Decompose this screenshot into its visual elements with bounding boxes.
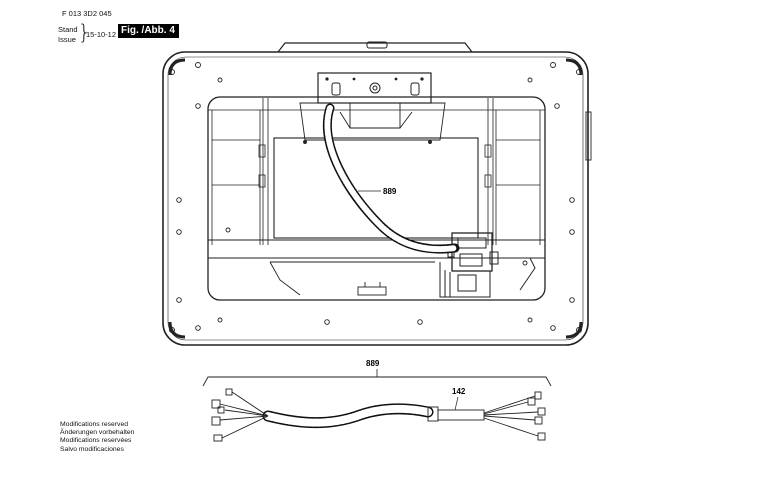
note-line: Modifications reserved [60, 421, 128, 428]
issue-date: 15-10-12 [86, 30, 117, 39]
wire-harness [211, 388, 546, 442]
modification-notes: Modifications reserved Änderungen vorbeh… [60, 421, 134, 454]
mount-slot-left [331, 82, 341, 96]
issue-label: Issue [58, 35, 76, 44]
mount-slot-right [410, 82, 420, 96]
inner-opening [207, 96, 546, 301]
corner-bracket-tr [565, 58, 583, 76]
switch-module [439, 232, 536, 298]
stand-label: Stand [58, 25, 78, 34]
document-number: F 013 3D2 045 [62, 9, 112, 18]
corner-bracket-tl [168, 58, 186, 76]
side-rails [208, 98, 545, 245]
top-mount-plate [317, 72, 432, 104]
bottom-clip [357, 286, 387, 296]
slider-block [299, 102, 446, 144]
side-latch [585, 111, 592, 161]
mount-center-hole [369, 82, 381, 94]
callout-889-bottom: 889 [366, 359, 380, 368]
top-slot [366, 41, 388, 49]
harness-tube-core [264, 404, 432, 427]
top-tab [277, 42, 473, 53]
note-line: Salvo modificaciones [60, 445, 124, 453]
outer-frame [162, 51, 589, 346]
inner-frame-edge [167, 56, 584, 341]
corner-bracket-bl [168, 321, 186, 339]
center-plate [273, 137, 479, 239]
assembly-bracket [202, 376, 552, 387]
note-line: Änderungen vorbehalten [60, 429, 135, 437]
note-line: Modifications reservées [60, 437, 132, 445]
bottom-rails [208, 239, 545, 296]
mount-screws [325, 77, 424, 81]
cable-tube-core [324, 105, 458, 253]
figure-label: Fig. /Abb. 4 [118, 24, 179, 38]
brace-glyph: } [78, 20, 91, 44]
corner-bracket-br [565, 321, 583, 339]
callout-142: 142 [452, 387, 466, 396]
frame-screws [169, 62, 582, 333]
callout-889-top: 889 [383, 187, 397, 196]
